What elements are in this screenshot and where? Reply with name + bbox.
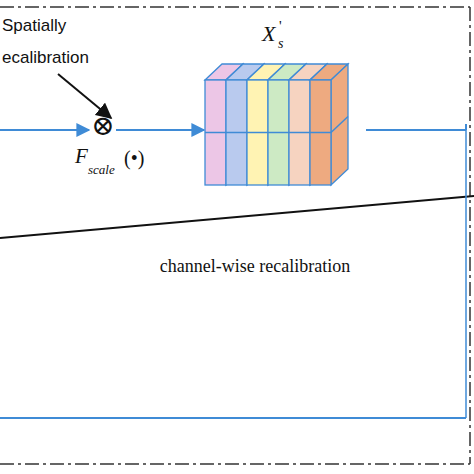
function-symbol: F [75,146,88,166]
frame-border [0,463,470,465]
cube-midline [205,132,331,134]
signal-arrow [116,129,204,131]
channel-slice [310,64,348,185]
cube-midline [331,117,348,133]
cube-illustration [200,55,370,195]
frame-border [0,6,470,8]
annotation-text: Spatially ecalibration [2,10,102,74]
annotation-text: channel-wise recalibration [155,250,355,282]
signal-line [0,417,466,419]
tensor-symbol: X [262,23,275,45]
signal-line [366,129,466,131]
multiply-symbol: ⊗ [90,114,116,146]
signal-line [0,129,89,131]
signal-line [465,130,467,418]
prime-mark: ' [279,19,282,34]
operator-symbol: ⊗ [90,112,116,140]
feature-cube: X's [200,55,370,195]
function-argument: (•) [124,148,144,168]
tensor-subscript: s [278,37,283,51]
frame-border [469,7,471,464]
signal-line [465,124,467,130]
function-subscript: scale [88,160,115,180]
leader-line [0,196,474,238]
